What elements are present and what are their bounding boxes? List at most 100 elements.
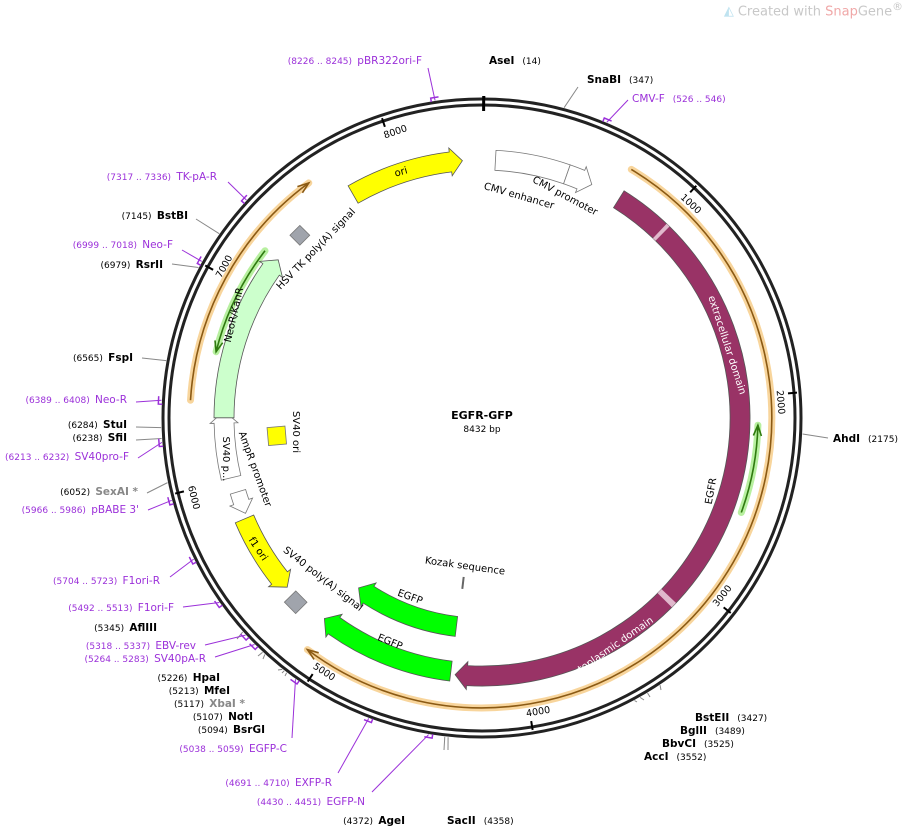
- primer-label[interactable]: (5966 .. 5986) pBABE 3': [22, 504, 139, 516]
- site-label[interactable]: (5345) AflIII: [94, 622, 157, 634]
- primer-label[interactable]: (6389 .. 6408) Neo-R: [25, 394, 127, 406]
- site-label[interactable]: (5094) BsrGI: [198, 724, 265, 736]
- primer-marker-icon: [167, 497, 174, 506]
- label-leader-line: [634, 700, 638, 703]
- position-text: (4430 .. 4451): [257, 798, 321, 808]
- name-text: F1ori-R: [117, 575, 160, 587]
- site-label[interactable]: (6565) FspI: [73, 352, 133, 364]
- site-label[interactable]: BbvCI(3525): [662, 738, 734, 750]
- primer-label[interactable]: CMV-F (526 .. 546): [632, 93, 726, 105]
- tick-mark: [530, 720, 534, 731]
- primer-marker-icon: [240, 194, 248, 205]
- plasmid-name: EGFR-GFP: [451, 409, 513, 422]
- feature-neor-kanr: [213, 259, 284, 419]
- feature-cmv-promoter: [563, 164, 593, 194]
- primer-label[interactable]: (8226 .. 8245) pBR322ori-F: [288, 55, 422, 67]
- label-leader-line: [137, 441, 163, 459]
- feature-egfr: [454, 190, 751, 691]
- label-leader-line: [227, 181, 247, 201]
- name-text: BglII: [680, 725, 707, 737]
- name-text: Neo-F: [137, 239, 173, 251]
- site-label[interactable]: AseI(14): [489, 55, 541, 67]
- name-text: pBR322ori-F: [352, 55, 422, 67]
- tick-mark: [787, 391, 798, 395]
- primer-label[interactable]: (5264 .. 5283) SV40pA-R: [85, 653, 206, 665]
- site-label[interactable]: (6284) StuI: [68, 419, 127, 431]
- position-text: (6565): [73, 354, 103, 364]
- backbone-inner: [167, 103, 797, 733]
- site-label[interactable]: SacII(4358): [447, 815, 514, 827]
- label-leader-line: [135, 399, 162, 403]
- feature-label: SV40 ori: [290, 411, 301, 453]
- name-text: SfiI: [102, 432, 127, 444]
- position-text: (6979): [100, 261, 130, 271]
- name-text: FspI: [103, 352, 133, 364]
- primer-marker-icon: [196, 256, 202, 266]
- position-text: (5345): [94, 624, 124, 634]
- position-text: (6238): [73, 434, 103, 444]
- feature-egfp: [323, 613, 453, 682]
- feature-label: Kozak sequence: [424, 555, 505, 577]
- name-text: EBV-rev: [150, 640, 196, 652]
- position-text: (5117): [174, 700, 204, 710]
- position-text: (2175): [868, 435, 898, 445]
- site-label[interactable]: (5226) HpaI: [158, 672, 220, 684]
- site-label[interactable]: SnaBI(347): [587, 74, 653, 86]
- site-label[interactable]: (6052) SexAI *: [60, 486, 138, 498]
- primer-label[interactable]: (4430 .. 4451) EGFP-N: [257, 796, 365, 808]
- position-text: (526 .. 546): [673, 95, 726, 105]
- label-leader-line: [563, 86, 579, 108]
- name-text: AhdI: [833, 433, 860, 445]
- orf-arc: [306, 168, 773, 709]
- site-label[interactable]: (5117) XbaI *: [174, 698, 245, 710]
- site-label[interactable]: (6979) RsrII: [100, 259, 163, 271]
- primer-label[interactable]: (6999 .. 7018) Neo-F: [73, 239, 173, 251]
- label-leader-line: [195, 218, 220, 235]
- egfr-stripe: [652, 223, 670, 241]
- name-text: CMV-F: [632, 93, 665, 105]
- site-label[interactable]: AhdI (2175): [833, 433, 898, 445]
- position-text: (347): [629, 76, 653, 86]
- site-label[interactable]: (6238) SfiI: [73, 432, 127, 444]
- feature-ori: [347, 146, 463, 204]
- primer-label[interactable]: (5492 .. 5513) F1ori-F: [68, 602, 174, 614]
- primer-marker-icon: [157, 438, 164, 448]
- name-text: StuI: [98, 419, 127, 431]
- label-leader-line: [204, 634, 246, 646]
- watermark-brand-a: Snap: [825, 4, 858, 20]
- primer-label[interactable]: (4691 .. 4710) EXFP-R: [225, 777, 332, 789]
- tick-label: 8000: [382, 123, 408, 141]
- label-leader-line: [284, 672, 288, 677]
- name-text: XbaI *: [204, 698, 246, 710]
- primer-label[interactable]: (5318 .. 5337) EBV-rev: [86, 640, 196, 652]
- site-label[interactable]: AccI(3552): [644, 751, 706, 763]
- site-label[interactable]: (5213) MfeI: [169, 685, 230, 697]
- snapgene-watermark: ◭Created with SnapGene®: [724, 0, 903, 19]
- label-leader-line: [606, 99, 629, 123]
- primer-label[interactable]: (5038 .. 5059) EGFP-C: [179, 743, 287, 755]
- site-label[interactable]: (5107) NotI: [193, 711, 253, 723]
- position-text: (5107): [193, 713, 223, 723]
- position-text: (3525): [704, 740, 734, 750]
- tick-mark: [381, 117, 386, 128]
- label-leader-line: [141, 357, 167, 362]
- site-label[interactable]: (7145) BstBI: [122, 210, 188, 222]
- label-leader-line: [135, 426, 162, 429]
- position-text: (6052): [60, 488, 90, 498]
- primer-label[interactable]: (7317 .. 7336) TK-pA-R: [107, 171, 217, 183]
- site-label[interactable]: BstEII(3427): [695, 712, 767, 724]
- primer-marker-icon: [424, 734, 434, 739]
- label-leader-line: [147, 499, 172, 511]
- feature-label: ori: [393, 165, 408, 179]
- label-lines: [135, 67, 829, 793]
- orf-arc: [215, 250, 266, 352]
- label-leader-line: [427, 67, 436, 101]
- primer-label[interactable]: (6213 .. 6232) SV40pro-F: [5, 451, 129, 463]
- site-label[interactable]: (4372) AgeI: [343, 815, 405, 827]
- label-leader-line: [135, 438, 162, 441]
- position-text: (5318 .. 5337): [86, 642, 150, 652]
- site-label[interactable]: BglII(3489): [680, 725, 745, 737]
- primer-label[interactable]: (5704 .. 5723) F1ori-R: [53, 575, 160, 587]
- position-text: (6999 .. 7018): [73, 241, 137, 251]
